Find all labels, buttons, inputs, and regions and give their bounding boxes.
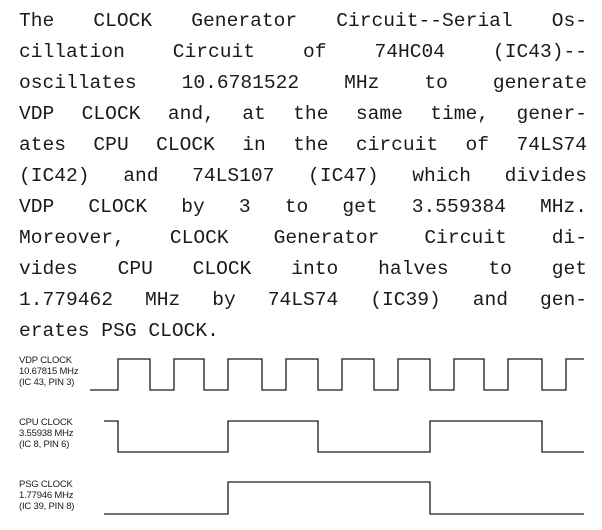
- vdp-clock-label: VDP CLOCK 10.67815 MHz (IC 43, PIN 3): [19, 355, 79, 388]
- text-line: erates PSG CLOCK.: [19, 320, 219, 342]
- text-line: Moreover, CLOCK Generator Circuit di-: [19, 227, 587, 249]
- text-line: (IC42) and 74LS107 (IC47) which divides: [19, 165, 587, 187]
- cpu-clock-waveform: [104, 420, 584, 453]
- signal-frequency: 10.67815 MHz: [19, 366, 79, 377]
- signal-source: (IC 39, PIN 8): [19, 501, 75, 512]
- text-line: VDP CLOCK and, at the same time, gener-: [19, 103, 587, 125]
- description-paragraph: The CLOCK Generator Circuit--Serial Os- …: [19, 6, 587, 347]
- clock-timing-diagram: VDP CLOCK 10.67815 MHz (IC 43, PIN 3) CP…: [0, 348, 602, 530]
- psg-clock-label: PSG CLOCK 1.77946 MHz (IC 39, PIN 8): [19, 479, 74, 512]
- cpu-clock-label: CPU CLOCK 3.55938 MHz (IC 8, PIN 6): [19, 417, 74, 450]
- signal-name: CPU CLOCK: [19, 417, 73, 428]
- text-line: cillation Circuit of 74HC04 (IC43)--: [19, 41, 587, 63]
- signal-source: (IC 8, PIN 6): [19, 439, 70, 450]
- signal-source: (IC 43, PIN 3): [19, 377, 75, 388]
- signal-name: VDP CLOCK: [19, 355, 72, 366]
- vdp-clock-waveform: [90, 358, 584, 391]
- psg-clock-waveform: [104, 481, 584, 515]
- text-line: The CLOCK Generator Circuit--Serial Os-: [19, 10, 587, 32]
- waveforms-svg: [90, 358, 584, 515]
- text-line: ates CPU CLOCK in the circuit of 74LS74: [19, 134, 587, 156]
- text-line: oscillates 10.6781522 MHz to generate: [19, 72, 587, 94]
- text-line: vides CPU CLOCK into halves to get: [19, 258, 587, 280]
- signal-name: PSG CLOCK: [19, 479, 73, 490]
- text-line: 1.779462 MHz by 74LS74 (IC39) and gen-: [19, 289, 587, 311]
- signal-frequency: 3.55938 MHz: [19, 428, 74, 439]
- signal-frequency: 1.77946 MHz: [19, 490, 74, 501]
- text-line: VDP CLOCK by 3 to get 3.559384 MHz.: [19, 196, 587, 218]
